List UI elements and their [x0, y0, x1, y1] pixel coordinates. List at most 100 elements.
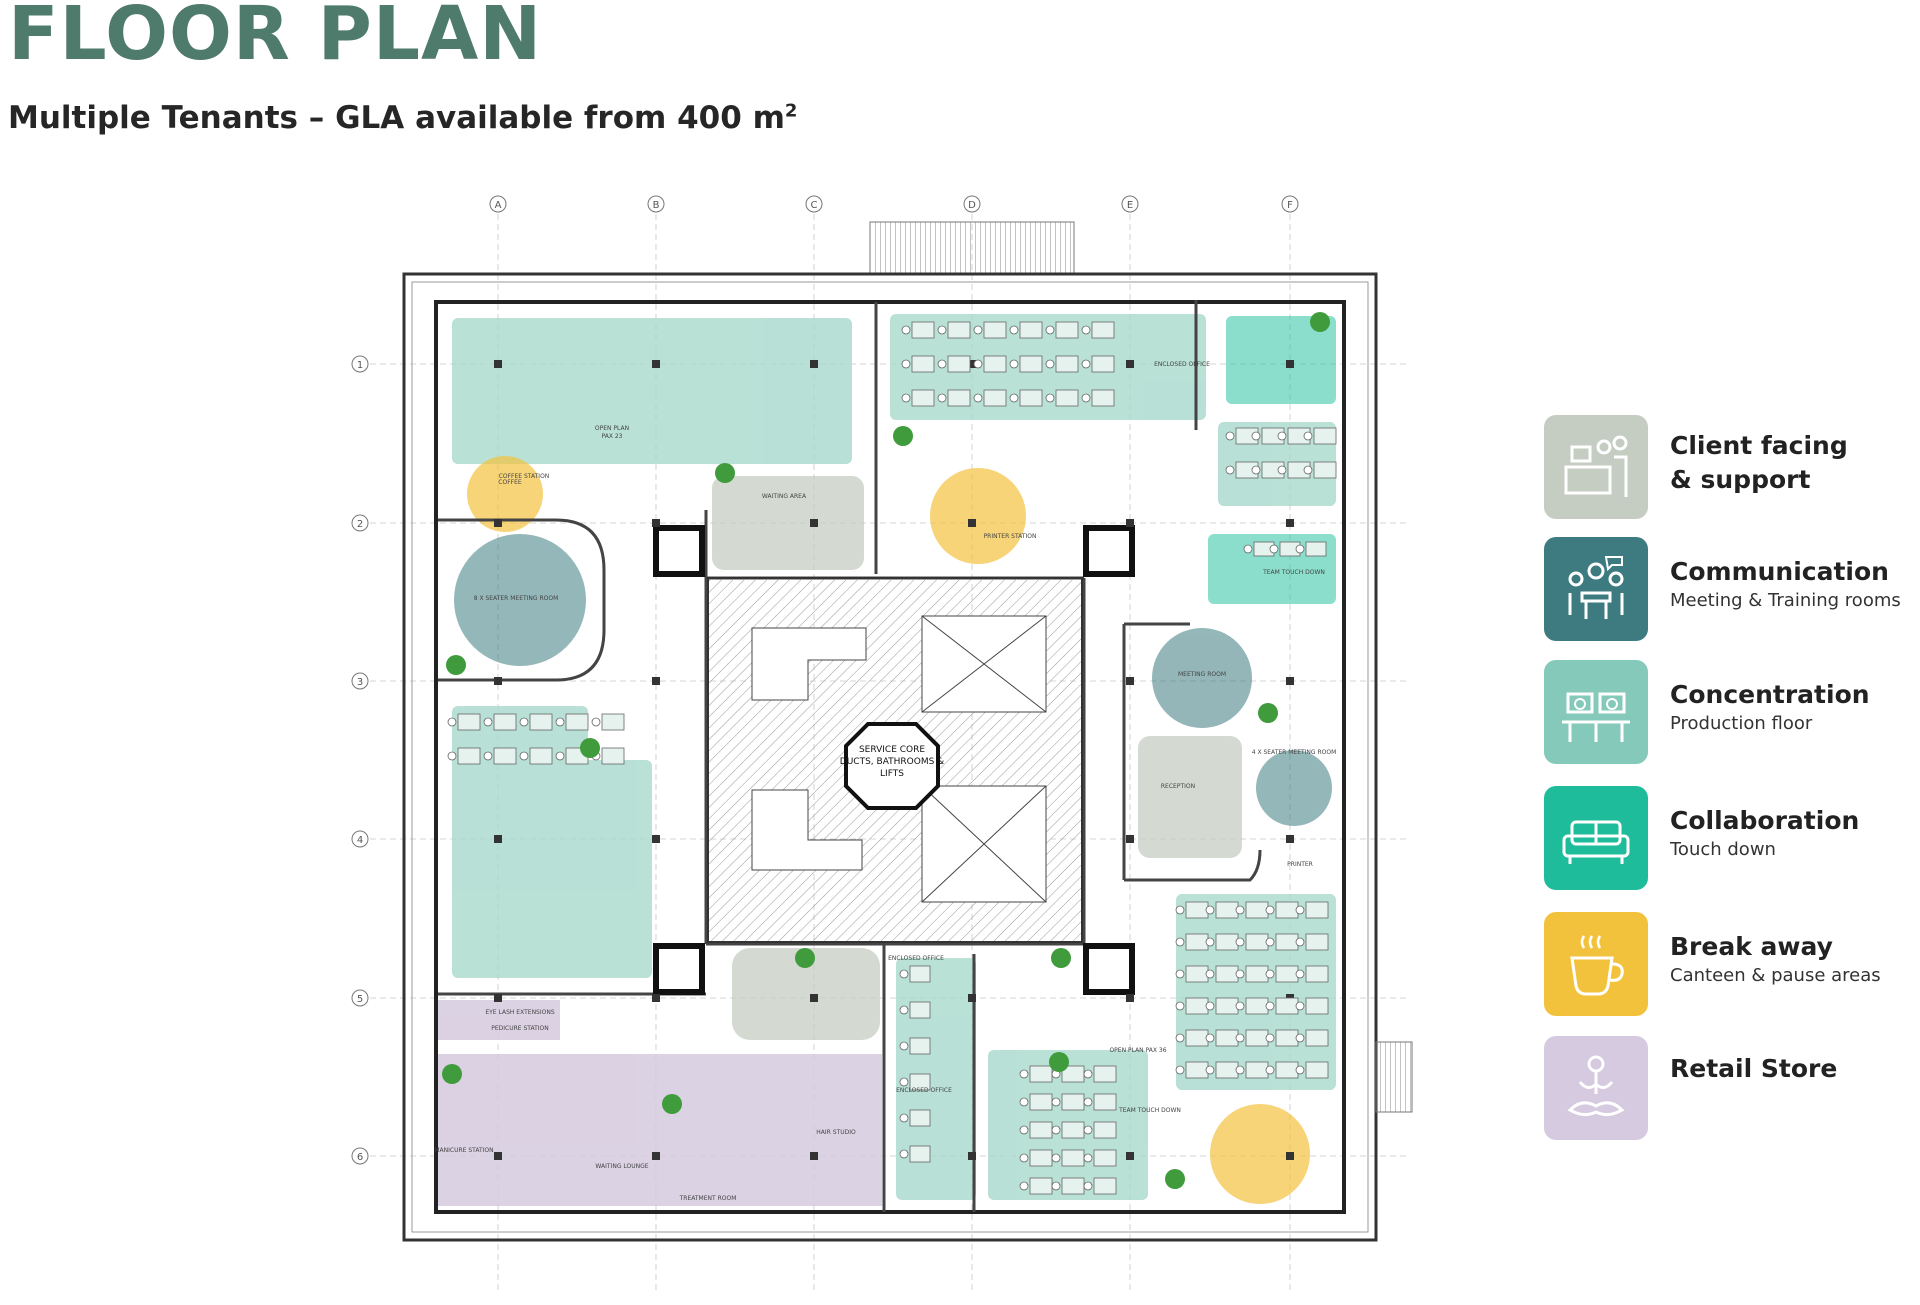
chair — [1295, 544, 1305, 554]
chair — [973, 359, 983, 369]
desk — [983, 355, 1007, 373]
core-duct — [844, 722, 940, 810]
subtitle-text: Multiple Tenants – GLA available from 40… — [8, 100, 785, 136]
core-label-line-1: SERVICE CORE — [859, 745, 925, 755]
grid-row-label: 6 — [357, 1152, 363, 1163]
desk-clusters — [447, 321, 1337, 1195]
grid-column-bubble — [489, 195, 507, 213]
desk — [1029, 1149, 1053, 1167]
desk — [1245, 933, 1269, 951]
room-label: TREATMENT ROOM — [679, 1195, 737, 1202]
column-dot — [1286, 1152, 1294, 1160]
desk — [1245, 1029, 1269, 1047]
grid-column-bubble — [1121, 195, 1139, 213]
grid-column-label: E — [1127, 200, 1133, 211]
chair — [1303, 465, 1313, 475]
chair — [1205, 1001, 1215, 1011]
chair — [899, 1005, 909, 1015]
room-label: HAIR STUDIO — [816, 1129, 856, 1136]
chair — [1081, 325, 1091, 335]
desk — [601, 747, 625, 765]
desk — [565, 713, 589, 731]
chair — [1205, 1033, 1215, 1043]
desk — [529, 713, 553, 731]
column-dot — [968, 994, 976, 1002]
chair — [1235, 1001, 1245, 1011]
chair — [1083, 1153, 1093, 1163]
legend-title: Break away — [1670, 932, 1833, 961]
roof-vent — [869, 221, 1075, 275]
desk — [1093, 1121, 1117, 1139]
chair — [1083, 1097, 1093, 1107]
desk — [1029, 1177, 1053, 1195]
room-label: 8 X SEATER MEETING ROOM — [474, 595, 559, 602]
desk — [1245, 901, 1269, 919]
chair — [899, 969, 909, 979]
column-dot — [494, 360, 502, 368]
desk — [1091, 355, 1115, 373]
desk — [457, 713, 481, 731]
desk — [1245, 1061, 1269, 1079]
column-dot — [1286, 835, 1294, 843]
chair — [1235, 905, 1245, 915]
chair — [555, 717, 565, 727]
grid-row-label: 2 — [357, 519, 363, 530]
column-dot — [494, 519, 502, 527]
desk — [1185, 1061, 1209, 1079]
plant — [580, 738, 600, 758]
room-label: ENCLOSED OFFICE — [1154, 361, 1210, 368]
chair — [1081, 393, 1091, 403]
chair — [1265, 1033, 1275, 1043]
desk — [1055, 355, 1079, 373]
legend-subtitle: Touch down — [1670, 839, 1776, 860]
grid-column-label: B — [653, 200, 660, 211]
grid-column-bubble — [805, 195, 823, 213]
desk — [1185, 901, 1209, 919]
desk — [1215, 1029, 1239, 1047]
desk — [911, 321, 935, 339]
column-dot — [1126, 519, 1134, 527]
desk — [1019, 355, 1043, 373]
zone-retail — [438, 1000, 882, 1206]
desk — [911, 355, 935, 373]
room-label: PAX 23 — [602, 433, 623, 440]
chair — [1081, 359, 1091, 369]
facade-frame — [411, 281, 1369, 1233]
chair — [447, 717, 457, 727]
room-label: TEAM TOUCH DOWN — [1262, 569, 1325, 576]
chair — [1265, 1065, 1275, 1075]
chair — [937, 393, 947, 403]
chair — [1251, 465, 1261, 475]
desk — [1061, 1149, 1085, 1167]
desk — [1215, 965, 1239, 983]
room-label: PEDICURE STATION — [491, 1025, 549, 1032]
desk — [1313, 461, 1337, 479]
chair — [899, 1113, 909, 1123]
chair — [1009, 393, 1019, 403]
chair — [1277, 465, 1287, 475]
chair — [1265, 905, 1275, 915]
chair — [519, 717, 529, 727]
chair — [1045, 393, 1055, 403]
legend-subtitle: Meeting & Training rooms — [1670, 590, 1901, 611]
chair — [519, 751, 529, 761]
column-dot — [810, 519, 818, 527]
chair — [1019, 1153, 1029, 1163]
chair — [483, 717, 493, 727]
grid-row-bubble — [351, 514, 369, 532]
subtitle-superscript: 2 — [784, 100, 798, 122]
desk — [983, 389, 1007, 407]
chair — [1051, 1153, 1061, 1163]
chair — [1175, 905, 1185, 915]
chair — [555, 751, 565, 761]
desk — [1313, 427, 1337, 445]
room-label: RECEPTION — [1161, 783, 1195, 790]
column-dot — [1126, 1152, 1134, 1160]
plant — [662, 1094, 682, 1114]
grid-column-bubble — [647, 195, 665, 213]
column-dot — [1126, 835, 1134, 843]
chair — [447, 751, 457, 761]
